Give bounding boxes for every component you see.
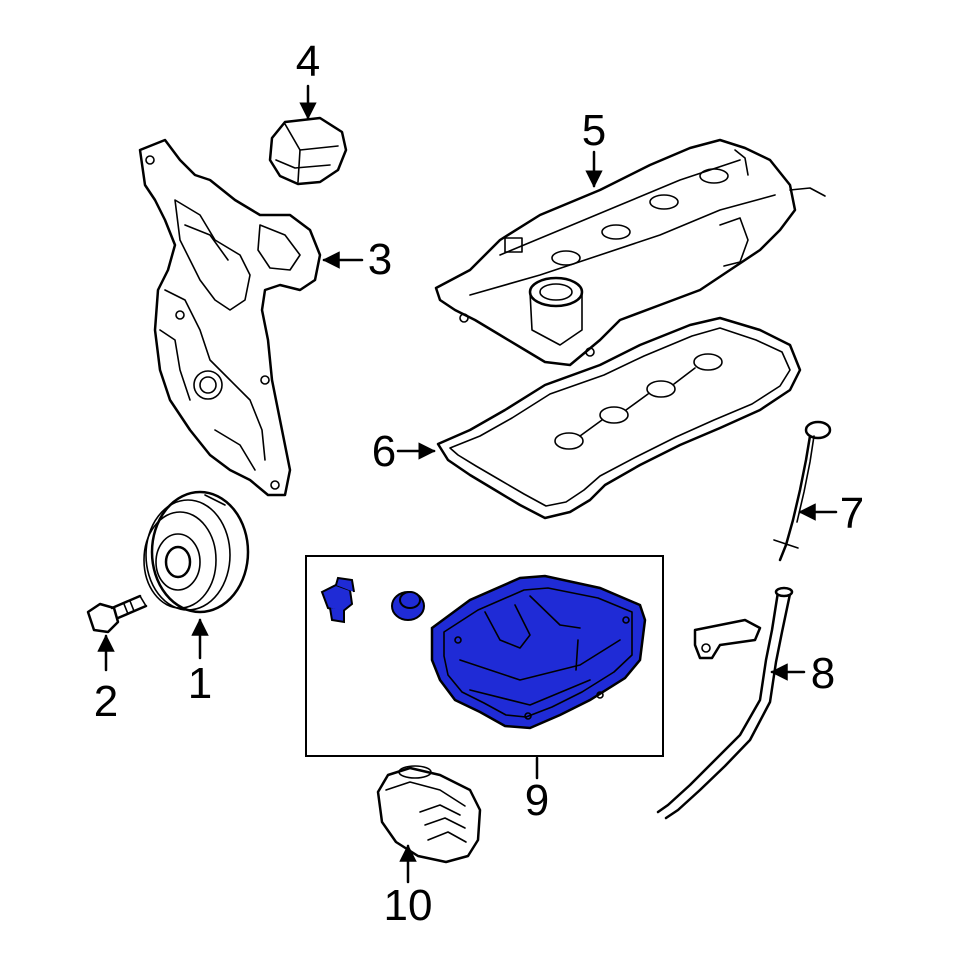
valve-cover-gasket-illustration[interactable] xyxy=(436,316,802,520)
crankshaft-pulley-illustration[interactable] xyxy=(143,490,250,614)
oil-filler-cap-illustration[interactable] xyxy=(268,116,348,186)
drain-plug-washer-illustration[interactable] xyxy=(391,591,425,621)
callout-4: 4 xyxy=(296,37,320,86)
oil-pan-group-box xyxy=(305,555,664,757)
callout-numbers: 4 5 3 6 7 8 1 2 9 10 xyxy=(94,37,864,930)
valve-cover-illustration[interactable] xyxy=(434,138,826,367)
oil-pan-illustration[interactable] xyxy=(430,574,647,730)
callout-7: 7 xyxy=(840,489,864,538)
oil-dipstick-illustration[interactable] xyxy=(773,420,832,562)
callout-1: 1 xyxy=(188,659,212,708)
callout-8: 8 xyxy=(811,649,835,698)
pulley-bolt-illustration[interactable] xyxy=(86,594,148,634)
callout-5: 5 xyxy=(582,106,606,155)
callout-6: 6 xyxy=(372,427,396,476)
callout-10: 10 xyxy=(384,881,433,930)
dipstick-tube-illustration[interactable] xyxy=(656,586,794,820)
callout-2: 2 xyxy=(94,677,118,726)
timing-cover-illustration[interactable] xyxy=(138,138,322,497)
drain-plug-illustration[interactable] xyxy=(320,576,355,624)
callout-9: 9 xyxy=(525,776,549,825)
callout-3: 3 xyxy=(368,235,392,284)
oil-filter-illustration[interactable] xyxy=(376,765,482,864)
leader-arrows xyxy=(97,84,838,884)
